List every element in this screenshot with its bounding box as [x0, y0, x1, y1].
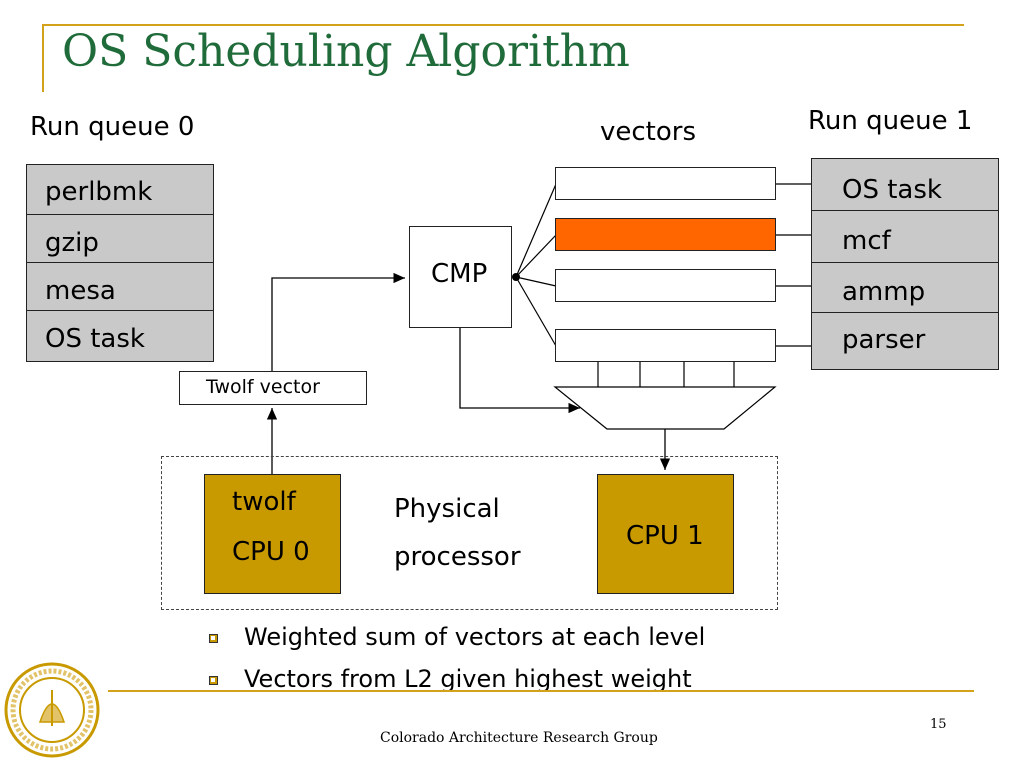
physical-processor-region — [161, 456, 778, 610]
run-queue-1: OS task mcf ammp parser — [811, 158, 999, 370]
cpu0-label: CPU 0 — [232, 537, 310, 567]
line-vector-0-to-cmp — [515, 183, 557, 278]
title-rule-horizontal — [42, 24, 964, 26]
run-queue-1-item: mcf — [812, 210, 998, 262]
twolf-vector-label: Twolf vector — [206, 376, 320, 398]
run-queue-0-item: perlbmk — [45, 177, 153, 207]
run-queue-1-item: ammp — [812, 262, 998, 312]
footer-rule — [108, 690, 974, 692]
physical-processor-label-line1: Physical — [394, 494, 500, 524]
cpu1-label: CPU 1 — [626, 521, 704, 551]
cpu1-box: CPU 1 — [597, 474, 734, 594]
page-number: 15 — [930, 717, 947, 732]
line-vector-1-to-cmp — [515, 234, 557, 278]
selector-mux — [553, 386, 777, 430]
run-queue-1-item: OS task — [842, 175, 942, 205]
footer-text: Colorado Architecture Research Group — [380, 730, 658, 746]
slide-title: OS Scheduling Algorithm — [62, 26, 630, 77]
run-queue-0-item: gzip — [27, 214, 213, 262]
run-queue-1-label: Run queue 1 — [808, 106, 973, 136]
cmp-junction-dot — [512, 273, 520, 281]
physical-processor-label-line2: processor — [394, 542, 521, 572]
arrow-cmp-to-mux — [459, 328, 580, 414]
bullet-text: Weighted sum of vectors at each level — [244, 623, 706, 651]
run-queue-1-item: parser — [812, 312, 998, 370]
arrow-twolf-vector-to-cmp — [271, 272, 405, 371]
run-queue-0: perlbmk gzip mesa OS task — [26, 164, 214, 362]
university-seal-logo — [4, 662, 100, 758]
line-vector-2-to-cmp — [515, 276, 557, 287]
run-queue-0-item: mesa — [27, 262, 213, 310]
bullet-text: Vectors from L2 given highest weight — [244, 665, 692, 693]
title-rule-vertical — [42, 24, 44, 92]
vector-slot-3 — [555, 329, 776, 362]
cmp-label: CMP — [431, 259, 488, 289]
vectors-label: vectors — [600, 117, 697, 147]
bullet-icon — [209, 634, 218, 643]
line-vector-3-to-cmp — [515, 276, 557, 347]
vector-slot-1-highlighted — [555, 218, 776, 251]
run-queue-0-item: OS task — [27, 310, 213, 362]
vector-slot-0 — [555, 167, 776, 200]
cpu0-task-label: twolf — [232, 487, 296, 517]
run-queue-0-label: Run queue 0 — [30, 112, 195, 142]
cmp-box: CMP — [409, 226, 512, 328]
vector-slot-2 — [555, 269, 776, 302]
cpu0-box: twolf CPU 0 — [204, 474, 341, 594]
bullet-icon — [209, 676, 218, 685]
twolf-vector-box: Twolf vector — [179, 371, 367, 405]
